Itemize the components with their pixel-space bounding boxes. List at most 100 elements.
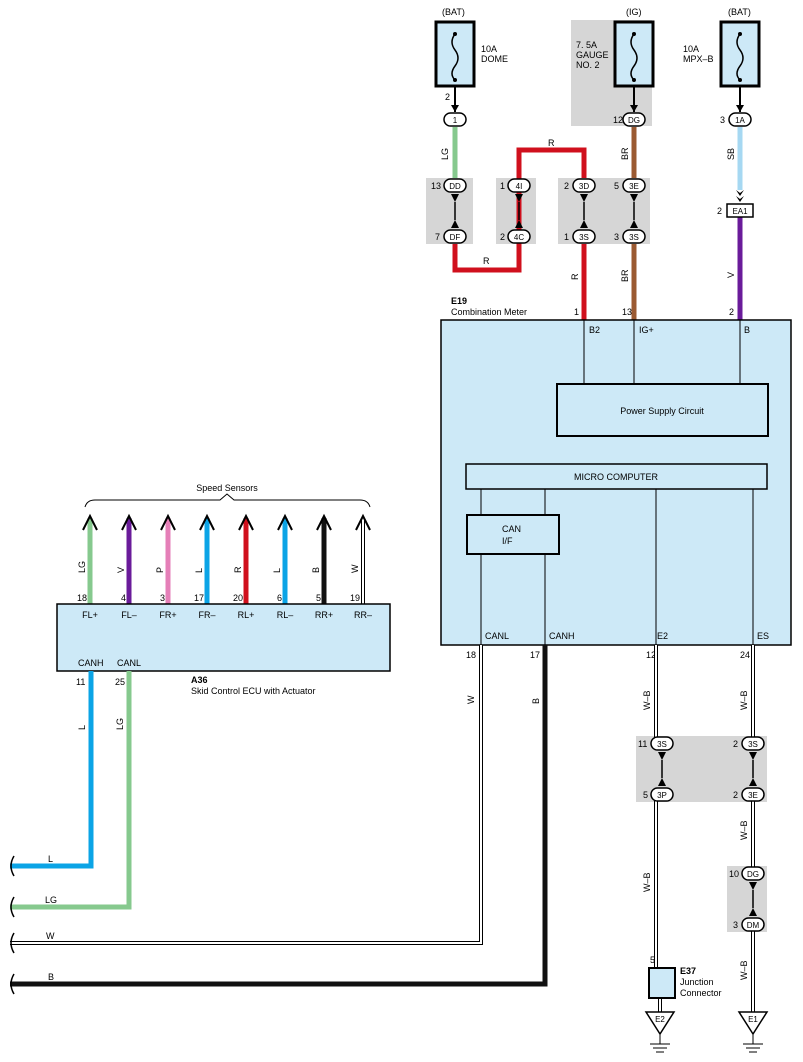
connector-4i: 4I xyxy=(507,178,531,193)
label-lg: LG xyxy=(440,148,450,160)
svg-text:EA1: EA1 xyxy=(732,207,748,216)
sensor-pin-6: 6 xyxy=(277,593,282,603)
sensor-wire-color-8: W xyxy=(350,564,360,573)
pin-df: 7 xyxy=(435,232,440,242)
label-wb-4: W–B xyxy=(739,820,749,840)
speed-sensor-terminal-3: P3 xyxy=(155,513,176,604)
label-wb-1: W–B xyxy=(642,690,652,710)
connector-dg: DG xyxy=(622,112,646,127)
fuse-mpxb-rating: 10A xyxy=(683,44,699,54)
speed-sensors-label: Speed Sensors xyxy=(196,483,258,493)
meter-name: Combination Meter xyxy=(451,307,527,317)
speed-sensors-brace xyxy=(84,493,371,508)
pin-3s-d: 2 xyxy=(733,739,738,749)
pin-dg-2: 10 xyxy=(729,869,739,879)
fuse-gauge-rating: 7. 5A xyxy=(576,40,597,50)
sensor-pin-4: 17 xyxy=(194,593,204,603)
svg-text:DG: DG xyxy=(747,870,759,879)
sensor-wire-color-6: L xyxy=(272,568,282,573)
svg-text:DM: DM xyxy=(747,921,760,930)
connector-3e: 3E xyxy=(622,178,646,193)
speed-sensor-terminal-8: W 19 xyxy=(350,513,371,604)
svg-text:DF: DF xyxy=(450,233,461,242)
micro-computer xyxy=(465,463,768,490)
pin-3s-a: 1 xyxy=(564,232,569,242)
ecu-canh-label: CANH xyxy=(78,658,104,668)
can-if-line1: CAN xyxy=(502,524,521,534)
meter-canh-label: CANH xyxy=(549,631,575,641)
fuse-dome-rating: 10A xyxy=(481,44,497,54)
left-wire-b: B xyxy=(48,972,54,982)
speed-sensor-terminal-7: B5 xyxy=(311,513,332,604)
speed-sensor-terminal-6: L6 xyxy=(272,513,293,604)
fuse-gauge-source: (IG) xyxy=(626,7,642,17)
sensor-pin-5: 20 xyxy=(233,593,243,603)
connector-3s-b: 3S xyxy=(622,229,646,244)
label-sb: SB xyxy=(726,148,736,160)
micro-computer-label: MICRO COMPUTER xyxy=(574,472,658,482)
svg-text:3D: 3D xyxy=(579,182,589,191)
label-b-canh: B xyxy=(531,698,541,704)
label-br-2: BR xyxy=(620,269,630,282)
fuse-dome xyxy=(434,20,476,112)
pin-4i: 1 xyxy=(500,181,505,191)
connector-3s-c: 3S xyxy=(650,736,674,751)
label-r-bottom: R xyxy=(483,256,490,266)
meter-pin-canl: 18 xyxy=(466,650,476,660)
sensor-terminal-label-8: RR– xyxy=(354,610,372,620)
label-l-ecu: L xyxy=(77,725,87,730)
sensor-pin-3: 3 xyxy=(160,593,165,603)
can-if-line2: I/F xyxy=(502,536,513,546)
meter-id: E19 xyxy=(451,296,467,306)
label-wb-3: W–B xyxy=(642,872,652,892)
pin-3d: 2 xyxy=(564,181,569,191)
left-wire-lg: LG xyxy=(45,895,57,905)
meter-pin-e2: 12 xyxy=(646,650,656,660)
label-wb-2: W–B xyxy=(739,690,749,710)
power-supply-circuit xyxy=(556,383,769,437)
sensor-wire-color-3: P xyxy=(155,567,165,573)
fuse-gauge-name2: NO. 2 xyxy=(576,60,600,70)
svg-text:1: 1 xyxy=(453,116,458,125)
ecu-id: A36 xyxy=(191,675,208,685)
connector-dd: DD xyxy=(443,178,467,193)
sensor-wire-color-7: B xyxy=(311,567,321,573)
sensor-pin-2: 4 xyxy=(121,593,126,603)
sensor-pin-8: 19 xyxy=(350,593,360,603)
label-r-meter: R xyxy=(570,273,580,280)
connector-3s-a: 3S xyxy=(572,229,596,244)
svg-text:DG: DG xyxy=(628,116,640,125)
sensor-wire-color-1: LG xyxy=(77,561,87,573)
ecu-canl-label: CANL xyxy=(117,658,141,668)
meter-pin-b: 2 xyxy=(729,307,734,317)
sensor-terminal-label-4: FR– xyxy=(198,610,215,620)
wire-b-canh xyxy=(10,645,548,987)
connector-3e-b: 3E xyxy=(741,787,765,802)
meter-ig-label: IG+ xyxy=(639,325,654,335)
ecu-name: Skid Control ECU with Actuator xyxy=(191,686,316,696)
junction-name2: Connector xyxy=(680,988,722,998)
connector-4c: 4C xyxy=(507,229,531,244)
wire-wb-e2 xyxy=(654,645,662,1012)
sensor-terminal-label-5: RL+ xyxy=(238,610,255,620)
meter-pin-b2: 1 xyxy=(574,307,579,317)
ground-e1: E1 xyxy=(737,1011,769,1053)
label-w-canl: W xyxy=(466,695,476,704)
meter-es-label: ES xyxy=(757,631,769,641)
svg-text:4C: 4C xyxy=(514,233,524,242)
sensor-wire-color-5: R xyxy=(233,566,243,573)
sensor-terminal-label-3: FR+ xyxy=(159,610,176,620)
power-supply-label: Power Supply Circuit xyxy=(620,406,704,416)
svg-text:3S: 3S xyxy=(748,740,758,749)
fuse-dome-name: DOME xyxy=(481,54,508,64)
speed-sensor-terminal-4: L 17 xyxy=(194,513,215,604)
left-wire-w: W xyxy=(46,931,55,941)
pin-dd: 13 xyxy=(431,181,441,191)
sensor-wire-color-4: L xyxy=(194,568,204,573)
sensor-terminal-label-2: FL– xyxy=(121,610,137,620)
connector-3p: 3P xyxy=(650,787,674,802)
pin-3e: 5 xyxy=(614,181,619,191)
connector-3d: 3D xyxy=(572,178,596,193)
fuse-mpx-b xyxy=(719,20,761,112)
